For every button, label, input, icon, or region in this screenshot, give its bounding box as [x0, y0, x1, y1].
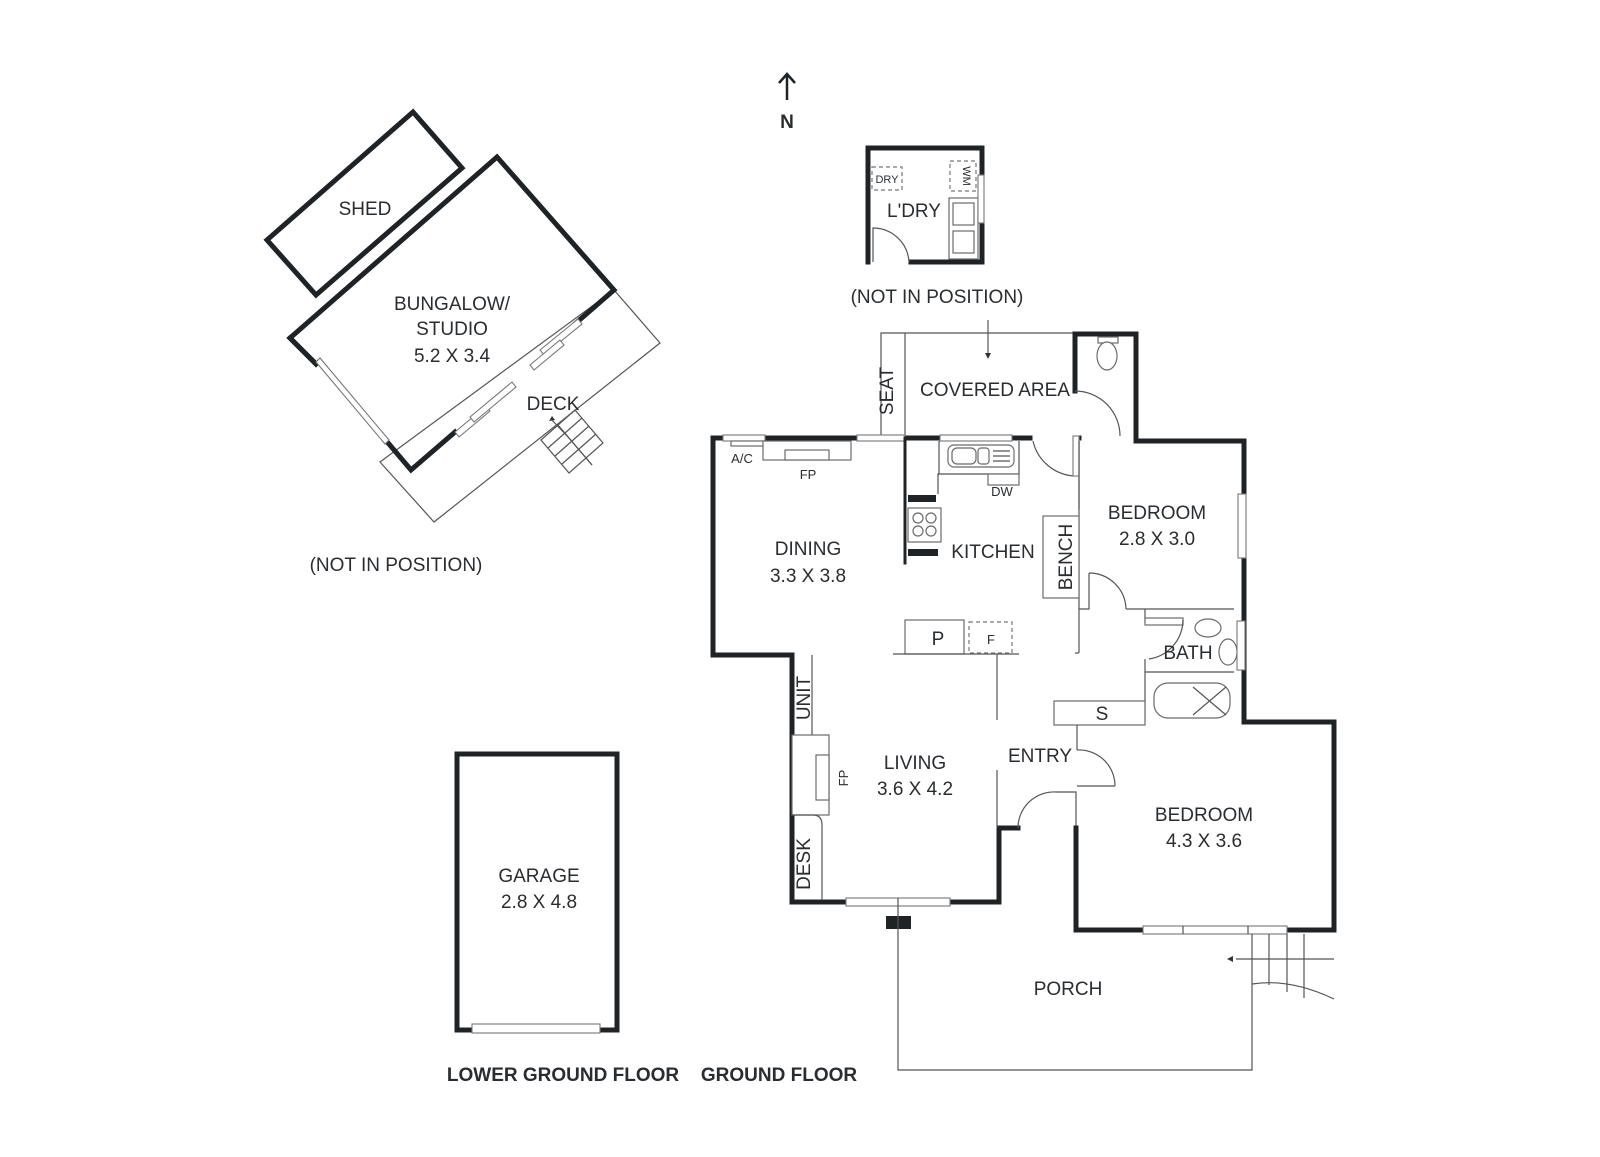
bungalow-label-line2: STUDIO — [416, 319, 488, 340]
porch-label: PORCH — [1034, 979, 1103, 1000]
shed — [263, 108, 466, 299]
bath-label: BATH — [1163, 643, 1212, 664]
bedroom1-label: BEDROOM — [1108, 503, 1206, 524]
living-dims: 3.6 X 4.2 — [877, 779, 953, 800]
ac-label: A/C — [731, 451, 753, 466]
living-label: LIVING — [884, 753, 946, 774]
laundry — [865, 145, 985, 265]
pantry-label: P — [932, 629, 945, 650]
ground-floor — [710, 331, 1337, 1071]
laundry-not-in-position-note: (NOT IN POSITION) — [851, 287, 1024, 308]
bungalow-label-line1: BUNGALOW/ — [394, 294, 511, 315]
dining-label: DINING — [775, 539, 842, 560]
bedroom2-label: BEDROOM — [1155, 805, 1253, 826]
entry-label: ENTRY — [1008, 746, 1072, 767]
bedroom2-dims: 4.3 X 3.6 — [1166, 831, 1242, 852]
deck-label: DECK — [527, 394, 580, 415]
bungalow-dims: 5.2 X 3.4 — [414, 346, 490, 367]
dining-fireplace-label: FP — [800, 467, 817, 482]
garage — [454, 751, 620, 1034]
laundry-label: L'DRY — [887, 201, 941, 222]
lower-ground-floor-title: LOWER GROUND FLOOR — [447, 1065, 679, 1086]
washer-label: WM — [960, 166, 972, 186]
north-label: N — [780, 112, 794, 133]
dryer-label: DRY — [875, 174, 899, 186]
covered-area-label: COVERED AREA — [920, 380, 1070, 401]
bungalow-not-in-position-note: (NOT IN POSITION) — [310, 555, 483, 576]
desk-label: DESK — [794, 838, 815, 890]
seat-label: SEAT — [877, 367, 898, 416]
north-arrow-icon — [778, 72, 796, 100]
fridge-label: F — [987, 632, 995, 647]
ground-floor-title: GROUND FLOOR — [701, 1065, 857, 1086]
unit-label: UNIT — [794, 675, 815, 720]
kitchen-label: KITCHEN — [951, 542, 1034, 563]
dishwasher-label: DW — [991, 484, 1013, 499]
shed-label: SHED — [339, 199, 392, 220]
storage-label: S — [1096, 704, 1109, 725]
dining-dims: 3.3 X 3.8 — [770, 566, 846, 587]
living-fireplace-label: FP — [836, 770, 851, 787]
bedroom1-dims: 2.8 X 3.0 — [1119, 529, 1195, 550]
bungalow-studio — [286, 153, 661, 523]
garage-dims: 2.8 X 4.8 — [501, 892, 577, 913]
garage-label: GARAGE — [498, 866, 579, 887]
bench-label: BENCH — [1056, 524, 1077, 591]
